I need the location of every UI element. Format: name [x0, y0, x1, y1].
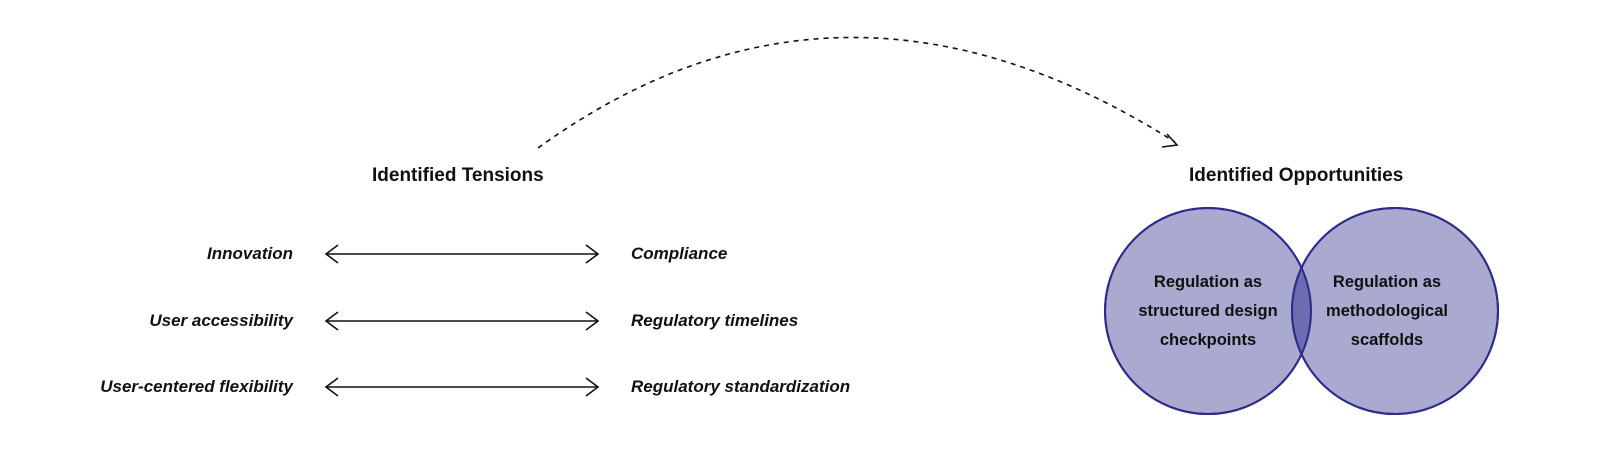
opportunity-circle-right-label: Regulation as methodological scaffolds [1326, 273, 1448, 349]
opportunities-heading: Identified Opportunities [1189, 165, 1404, 186]
connector-arrowhead [1161, 133, 1179, 148]
tension-left-term: User-centered flexibility [100, 377, 293, 396]
tension-left-term: Innovation [207, 244, 293, 263]
tension-arrow-2 [324, 311, 600, 331]
opportunity-circle-left-label: Regulation as structured design checkpoi… [1138, 273, 1278, 349]
tension-right-term: Regulatory standardization [631, 377, 851, 396]
dashed-connector-arc [537, 36, 1176, 149]
tension-left-term: User accessibility [149, 311, 293, 330]
tension-arrow-1 [324, 244, 600, 264]
tension-right-term: Regulatory timelines [631, 311, 799, 330]
tension-right-term: Compliance [631, 244, 728, 263]
tension-arrow-3 [324, 377, 600, 397]
tensions-heading: Identified Tensions [372, 165, 544, 186]
